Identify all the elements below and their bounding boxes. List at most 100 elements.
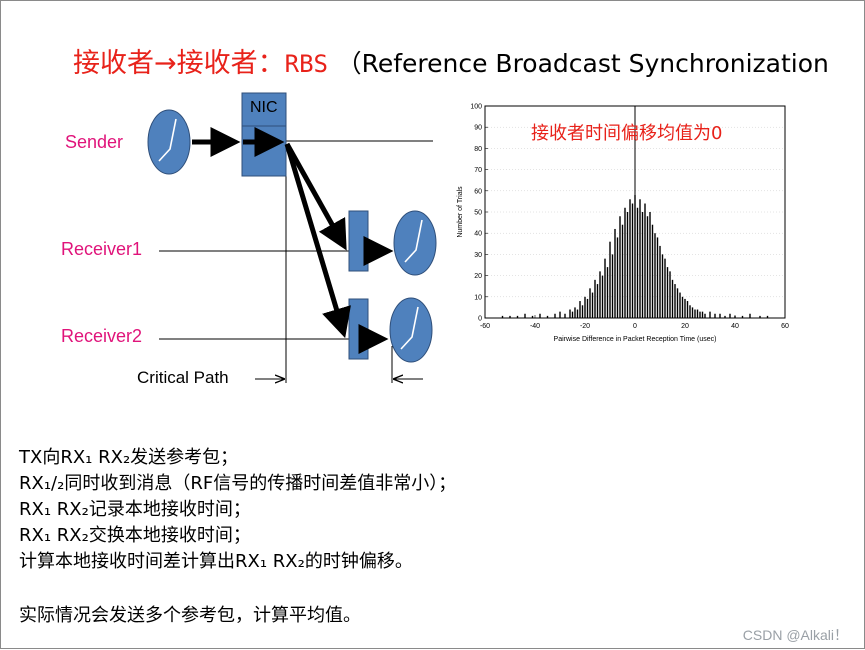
histogram-bar [616,237,619,318]
bullet-item: RX₁ RX₂交换本地接收时间； [19,525,251,546]
histogram-bar [604,258,606,318]
title-english: （Reference Broadcast Synchronization [336,49,829,78]
y-tick-label: 80 [474,146,482,153]
y-tick-label: 30 [474,252,482,259]
nic-to-rx2-arrow [284,143,351,339]
histogram-bar [586,298,589,318]
receiver2-nic [348,298,369,360]
title-colon: ： [257,48,285,79]
histogram-bar [559,311,561,318]
receiver2-label: Receiver2 [61,326,143,346]
histogram-bar [684,298,686,318]
histogram-bar [741,315,744,318]
histogram-bar [581,305,584,318]
histogram-bar [579,301,581,318]
x-tick-label: 20 [681,323,689,330]
y-tick-label: 70 [474,167,482,174]
histogram-bar [564,313,566,318]
histogram-bar [501,315,504,318]
histogram-bar [696,309,699,318]
histogram-bar [621,224,624,318]
x-tick-label: 0 [633,323,637,330]
histogram-bar [646,216,649,318]
histogram-annotation: 接收者时间偏移均值为0 [531,123,723,144]
bullet-item: RX₁/₂同时收到消息（RF信号的传播时间差值非常小）； [19,473,457,494]
histogram-bar [609,241,611,318]
receiver1-clock-icon [393,210,437,276]
histogram-bar [571,311,574,318]
histogram-bar [679,292,681,318]
histogram-bar [631,203,634,318]
histogram-bar [671,279,674,318]
sender-label: Sender [65,132,124,152]
histogram-bar [719,313,721,318]
histogram-xlabel: Pairwise Difference in Packet Reception … [554,336,717,343]
histogram-bar [681,296,684,318]
histogram-bar [766,315,769,318]
x-tick-label: 60 [781,323,789,330]
title-rbs: RBS [284,50,328,78]
histogram-bar [539,313,541,318]
bullet-item: RX₁ RX₂记录本地接收时间； [19,499,251,520]
histogram-bar [574,307,576,318]
histogram-bar [689,305,691,318]
histogram-bar [709,311,711,318]
histogram-bar [661,254,664,318]
histogram-bar [554,313,556,318]
histogram-bar [691,307,694,318]
receiver2-clock-icon [389,297,433,363]
histogram-bar [704,313,706,318]
histogram-bar [509,315,511,318]
receiver1-label: Receiver1 [61,239,143,259]
watermark: CSDN @Alkali！ [742,627,848,643]
histogram-bar [659,245,661,318]
histogram-bar [606,267,609,318]
histogram-bars [501,195,769,318]
histogram-bar [676,288,679,318]
histogram-bar [596,284,599,318]
histogram-bar [524,313,526,318]
receiver1-nic [348,210,369,272]
histogram-bar [674,284,676,318]
critical-path-label: Critical Path [137,368,229,387]
bullet-item: 计算本地接收时间差计算出RX₁ RX₂的时钟偏移。 [19,551,413,572]
histogram-bar [714,313,716,318]
y-tick-label: 0 [478,316,482,323]
histogram-bar [729,313,731,318]
y-tick-label: 60 [474,188,482,195]
histogram-bar [624,207,626,318]
histogram-bar [656,237,659,318]
histogram-bar [664,258,666,318]
histogram-bar [636,207,639,318]
histogram-bar [516,315,519,318]
x-tick-label: -60 [480,323,490,330]
histogram-bar [569,309,571,318]
histogram-bar [599,271,601,318]
histogram-bar [694,309,696,318]
histogram-bar [626,212,629,318]
bullet-item: TX向RX₁ RX₂发送参考包； [19,447,239,468]
histogram-bar [589,288,591,318]
nic-to-rx1-arrow [284,142,347,251]
histogram-bar [591,292,594,318]
histogram-bar [594,279,596,318]
y-tick-label: 40 [474,231,482,238]
title-chinese: 接收者→接收者 [73,48,258,79]
nic-block [241,125,287,177]
x-tick-label: -40 [530,323,540,330]
histogram-bar [649,212,651,318]
y-tick-label: 20 [474,273,482,280]
histogram-bar [639,199,641,318]
histogram-bar [601,275,604,318]
bullet-list: TX向RX₁ RX₂发送参考包； RX₁/₂同时收到消息（RF信号的传播时间差值… [19,445,456,575]
histogram-bar [759,315,761,318]
summary-note: 实际情况会发送多个参考包，计算平均值。 [19,605,361,626]
histogram-bar [641,212,644,318]
histogram-bar [614,228,616,318]
nic-label: NIC [250,99,278,116]
